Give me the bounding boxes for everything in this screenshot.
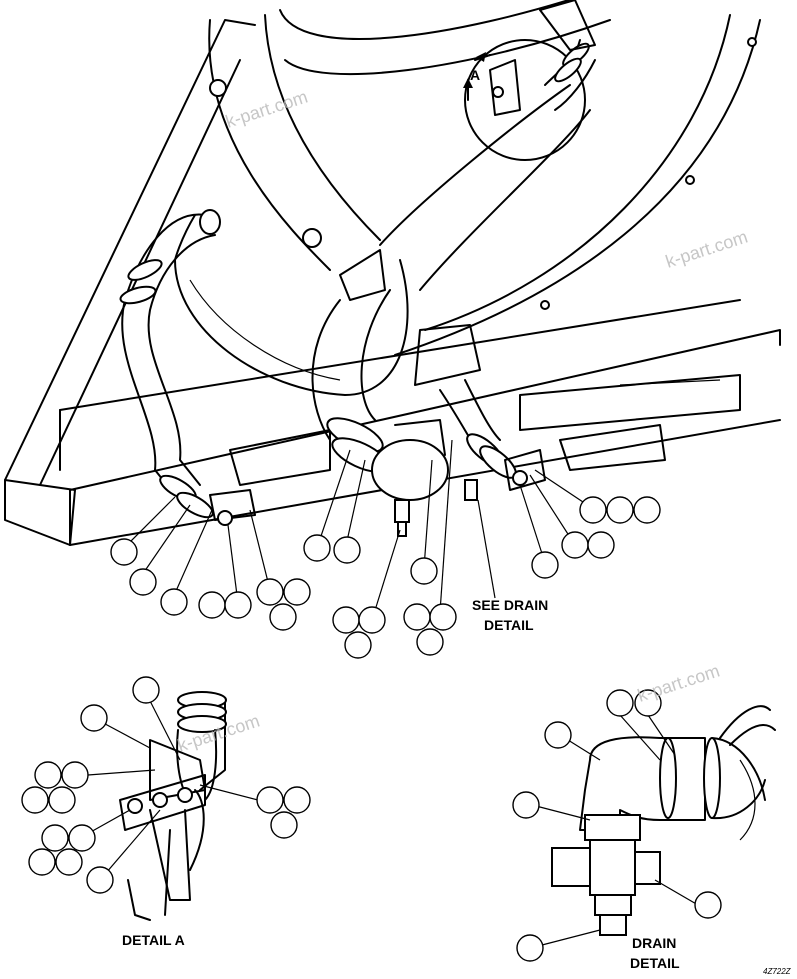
callout-bubble bbox=[68, 824, 96, 852]
callout-bubble bbox=[512, 791, 540, 819]
watermark: k-part.com bbox=[223, 87, 310, 132]
callout-bubble bbox=[41, 824, 69, 852]
callout-bubble bbox=[358, 606, 386, 634]
detail-a-label: DETAIL A bbox=[122, 932, 185, 948]
callout-bubble bbox=[303, 534, 331, 562]
view-a-inset: A bbox=[463, 0, 596, 161]
drain-detail-callouts bbox=[512, 689, 722, 962]
callout-bubble bbox=[694, 891, 722, 919]
view-a-label: A bbox=[470, 67, 480, 83]
callout-bubble bbox=[34, 761, 62, 789]
callout-bubble bbox=[269, 603, 297, 631]
drain-detail-label-1: DRAIN bbox=[632, 935, 676, 951]
callout-bubble bbox=[256, 786, 284, 814]
callout-bubble bbox=[634, 689, 662, 717]
see-drain-detail-label-2: DETAIL bbox=[484, 617, 534, 633]
callout-bubble bbox=[110, 538, 138, 566]
callout-bubble bbox=[86, 866, 114, 894]
main-leaders bbox=[123, 439, 593, 621]
callout-bubble bbox=[283, 786, 311, 814]
callout-bubble bbox=[544, 721, 572, 749]
tank-drum bbox=[174, 214, 409, 396]
main-callouts bbox=[110, 496, 661, 659]
watermark: k-part.com bbox=[663, 227, 750, 272]
drain-detail-label-2: DETAIL bbox=[630, 955, 680, 971]
callout-bubble bbox=[224, 591, 252, 619]
drain-detail-drawing bbox=[551, 705, 776, 936]
callout-bubble bbox=[587, 531, 615, 559]
callout-bubble bbox=[55, 848, 83, 876]
see-drain-detail-label-1: SEE DRAIN bbox=[472, 597, 548, 613]
callout-bubble bbox=[516, 934, 544, 962]
callout-bubble bbox=[633, 496, 661, 524]
callout-bubble bbox=[561, 531, 589, 559]
callout-bubble bbox=[579, 496, 607, 524]
callout-bubble bbox=[344, 631, 372, 659]
upper-tube bbox=[208, 0, 611, 301]
curved-support-arm bbox=[394, 14, 761, 386]
drain-detail-leaders bbox=[535, 714, 699, 946]
callout-bubble bbox=[21, 786, 49, 814]
detail-a-callouts bbox=[21, 676, 311, 894]
drain-valve-small bbox=[394, 479, 478, 537]
callout-bubble bbox=[410, 557, 438, 585]
callout-bubble bbox=[606, 689, 634, 717]
center-hose bbox=[311, 84, 591, 501]
callout-bubble bbox=[270, 811, 298, 839]
callout-bubble bbox=[160, 588, 188, 616]
callout-bubble bbox=[80, 704, 108, 732]
callout-bubble bbox=[332, 606, 360, 634]
callout-bubble bbox=[198, 591, 226, 619]
callout-bubble bbox=[61, 761, 89, 789]
left-hose bbox=[119, 209, 256, 526]
callout-bubble bbox=[531, 551, 559, 579]
callout-bubble bbox=[283, 578, 311, 606]
callout-bubble bbox=[132, 676, 160, 704]
callout-bubble bbox=[606, 496, 634, 524]
drawing-code: 4Z722Z bbox=[763, 967, 792, 976]
detail-a-drawing bbox=[119, 691, 227, 921]
watermark: k-part.com bbox=[635, 661, 722, 706]
callout-bubble bbox=[48, 786, 76, 814]
callout-bubble bbox=[28, 848, 56, 876]
callout-bubble bbox=[333, 536, 361, 564]
callout-bubble bbox=[129, 568, 157, 596]
callout-bubble bbox=[256, 578, 284, 606]
callout-bubble bbox=[429, 603, 457, 631]
callout-bubble bbox=[416, 628, 444, 656]
callout-bubble bbox=[403, 603, 431, 631]
right-hose bbox=[439, 379, 546, 491]
